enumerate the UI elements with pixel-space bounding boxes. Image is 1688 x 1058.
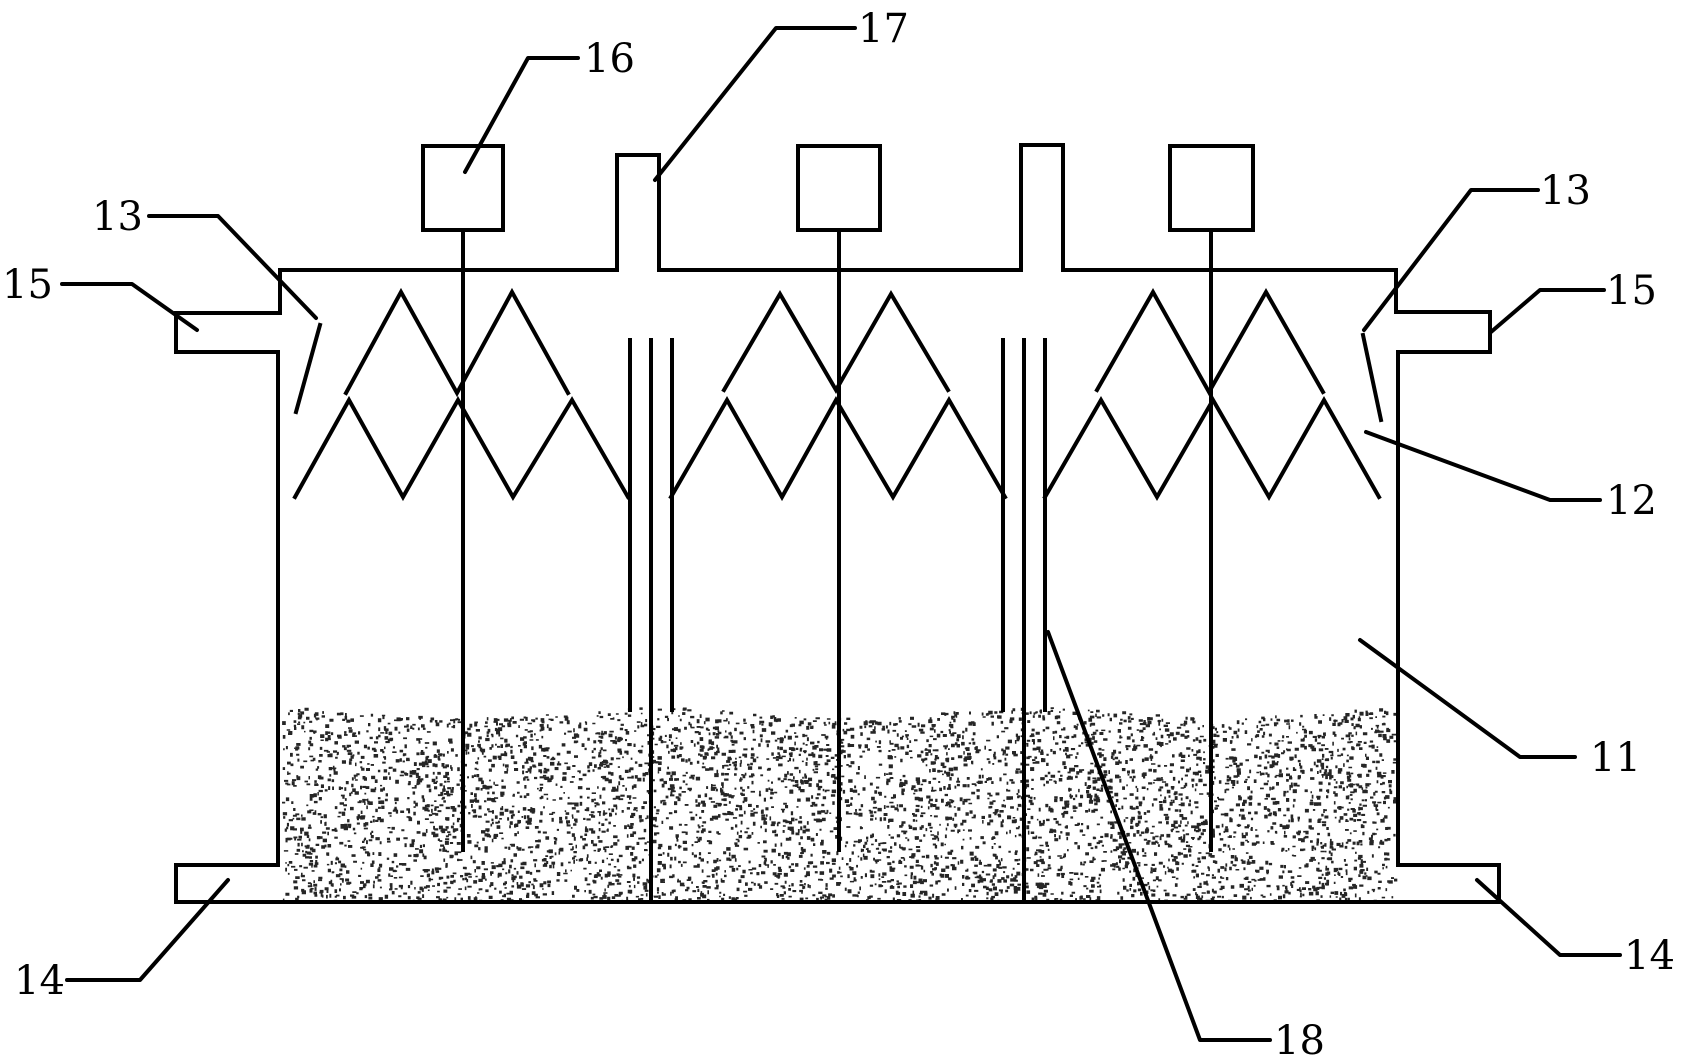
left-deflector (293, 322, 323, 415)
motor-box-2 (796, 144, 882, 232)
leader-11 (1358, 638, 1577, 759)
leader-12 (1364, 430, 1602, 502)
label-12: 12 (1606, 478, 1657, 524)
label-16: 16 (584, 36, 635, 82)
leader-18 (1046, 630, 1272, 1042)
label-13-left: 13 (92, 194, 143, 240)
leader-15-left (60, 282, 199, 332)
label-14-left: 14 (14, 958, 65, 1004)
leader-17 (653, 26, 857, 182)
leader-13-right (1362, 188, 1540, 332)
zigzag-baffle-middle (721, 290, 951, 394)
label-17: 17 (858, 6, 909, 52)
label-11: 11 (1590, 735, 1641, 781)
tank-outline (174, 143, 1501, 904)
label-15-right: 15 (1606, 268, 1657, 314)
motor-box-1 (421, 144, 505, 232)
leader-15-right (1489, 288, 1606, 334)
label-14-right: 14 (1624, 933, 1675, 979)
label-18: 18 (1274, 1018, 1325, 1058)
leader-14-left (65, 878, 230, 982)
leader-13-left (147, 214, 318, 320)
label-15-left: 15 (2, 262, 53, 308)
zigzag-baffle-left-lower (292, 395, 631, 502)
right-deflector (1360, 332, 1384, 423)
zigzag-baffle-middle-lower (668, 395, 1008, 502)
leader-16 (463, 56, 580, 174)
motor-box-3 (1168, 144, 1255, 232)
zigzag-baffle-left (343, 287, 571, 398)
label-13-right: 13 (1540, 168, 1591, 214)
leader-14-right (1475, 878, 1622, 957)
